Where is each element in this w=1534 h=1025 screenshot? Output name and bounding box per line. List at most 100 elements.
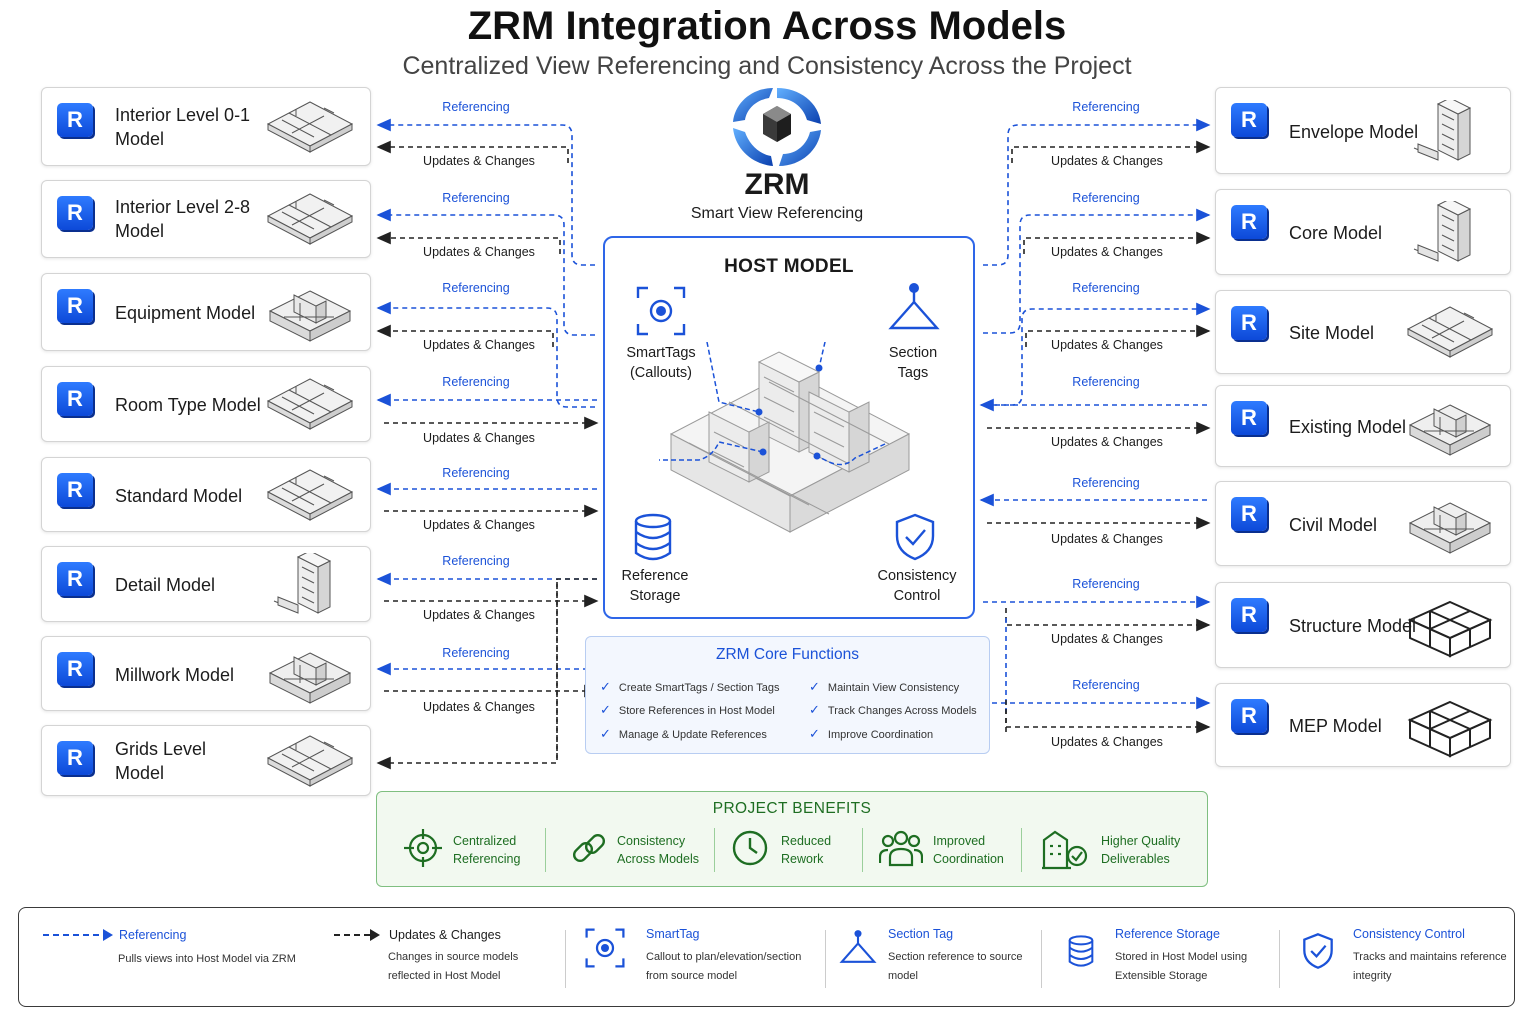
updates-label: Updates & Changes xyxy=(1051,338,1163,352)
legend-panel: Referencing Pulls views into Host Model … xyxy=(18,907,1515,1007)
updates-label: Updates & Changes xyxy=(423,245,535,259)
clock-icon xyxy=(732,830,768,866)
check-icon: ✓ xyxy=(600,679,611,694)
referencing-label: Referencing xyxy=(1072,191,1140,205)
updates-arrow xyxy=(1025,324,1211,347)
referencing-arrow xyxy=(983,302,1211,406)
referencing-arrow xyxy=(376,301,595,408)
referencing-label: Referencing xyxy=(442,466,510,480)
model-name: MEP Model xyxy=(1289,716,1382,736)
right-model-card[interactable]: R Civil Model xyxy=(1215,481,1511,566)
right-model-card[interactable]: R Structure Model xyxy=(1215,582,1511,668)
divider xyxy=(1279,930,1280,988)
divider xyxy=(825,930,826,988)
updates-label: Updates & Changes xyxy=(1051,245,1163,259)
shield-check-icon xyxy=(1303,933,1333,969)
model-thumbnail-icon xyxy=(273,553,332,614)
team-icon xyxy=(879,830,923,867)
revit-r-icon: R xyxy=(57,289,93,323)
model-thumbnail-icon xyxy=(268,290,352,342)
referencing-label: Referencing xyxy=(442,375,510,389)
legend-referencing-desc: Pulls views into Host Model via ZRM xyxy=(118,953,296,965)
legend-updates-title: Updates & Changes xyxy=(389,928,501,942)
model-name: Structure Model xyxy=(1289,616,1417,636)
page-subtitle: Centralized View Referencing and Consist… xyxy=(402,52,1132,80)
model-thumbnail-icon xyxy=(266,100,354,153)
updates-arrow xyxy=(1011,140,1211,163)
referencing-label: Referencing xyxy=(442,191,510,205)
model-thumbnail-icon xyxy=(1413,99,1472,161)
revit-r-icon: R xyxy=(1231,497,1267,531)
core-function-item: ✓Manage & Update References xyxy=(600,726,767,741)
revit-r-icon: R xyxy=(1231,598,1267,632)
legend-consistency-title: Consistency Control xyxy=(1353,927,1465,941)
updates-arrow xyxy=(1005,608,1211,632)
core-function-item: ✓Track Changes Across Models xyxy=(809,702,977,717)
legend-reference-storage-title: Reference Storage xyxy=(1115,927,1220,941)
divider xyxy=(714,828,715,872)
building-check-icon xyxy=(1042,830,1088,870)
model-thumbnail-icon xyxy=(1413,201,1472,262)
left-model-card[interactable]: R Millwork Model xyxy=(41,636,371,711)
smarttag-icon xyxy=(585,928,625,968)
divider xyxy=(545,828,546,872)
updates-arrow xyxy=(1023,231,1211,254)
referencing-arrow xyxy=(983,208,1211,334)
referencing-arrow xyxy=(983,118,1211,266)
check-icon: ✓ xyxy=(600,702,611,717)
model-thumbnail-icon xyxy=(1407,700,1493,758)
updates-label: Updates & Changes xyxy=(423,338,535,352)
referencing-label: Referencing xyxy=(442,554,510,568)
legend-smarttag-title: SmartTag xyxy=(646,927,700,941)
model-name: Civil Model xyxy=(1289,514,1378,535)
core-function-item: ✓Store References in Host Model xyxy=(600,702,775,717)
check-icon: ✓ xyxy=(809,726,820,741)
divider xyxy=(1021,828,1022,872)
shield-check-icon xyxy=(895,513,935,561)
referencing-label: Referencing xyxy=(442,281,510,295)
referencing-label: Referencing xyxy=(442,646,510,660)
revit-r-icon: R xyxy=(57,562,93,596)
updates-label: Updates & Changes xyxy=(423,518,535,532)
updates-label: Updates & Changes xyxy=(1051,632,1163,646)
revit-r-icon: R xyxy=(1231,401,1267,435)
model-thumbnail-icon xyxy=(266,193,354,245)
model-name: Core Model xyxy=(1289,223,1383,243)
model-thumbnail-icon xyxy=(266,735,354,787)
divider xyxy=(862,828,863,872)
black-dashed-arrow xyxy=(334,929,380,941)
updates-label: Updates & Changes xyxy=(1051,532,1163,546)
updates-label: Updates & Changes xyxy=(423,608,535,622)
model-name: Millwork Model xyxy=(115,664,235,685)
host-model-panel[interactable]: HOST MODEL xyxy=(603,236,975,619)
updates-arrow xyxy=(376,578,597,770)
revit-r-icon: R xyxy=(57,652,93,686)
model-name: Site Model xyxy=(1289,323,1375,343)
host-model-title: HOST MODEL xyxy=(724,256,854,277)
model-thumbnail-icon xyxy=(1408,404,1492,456)
updates-label: Updates & Changes xyxy=(1051,735,1163,749)
core-functions-title: ZRM Core Functions xyxy=(716,646,859,663)
model-thumbnail-icon xyxy=(1406,306,1494,358)
